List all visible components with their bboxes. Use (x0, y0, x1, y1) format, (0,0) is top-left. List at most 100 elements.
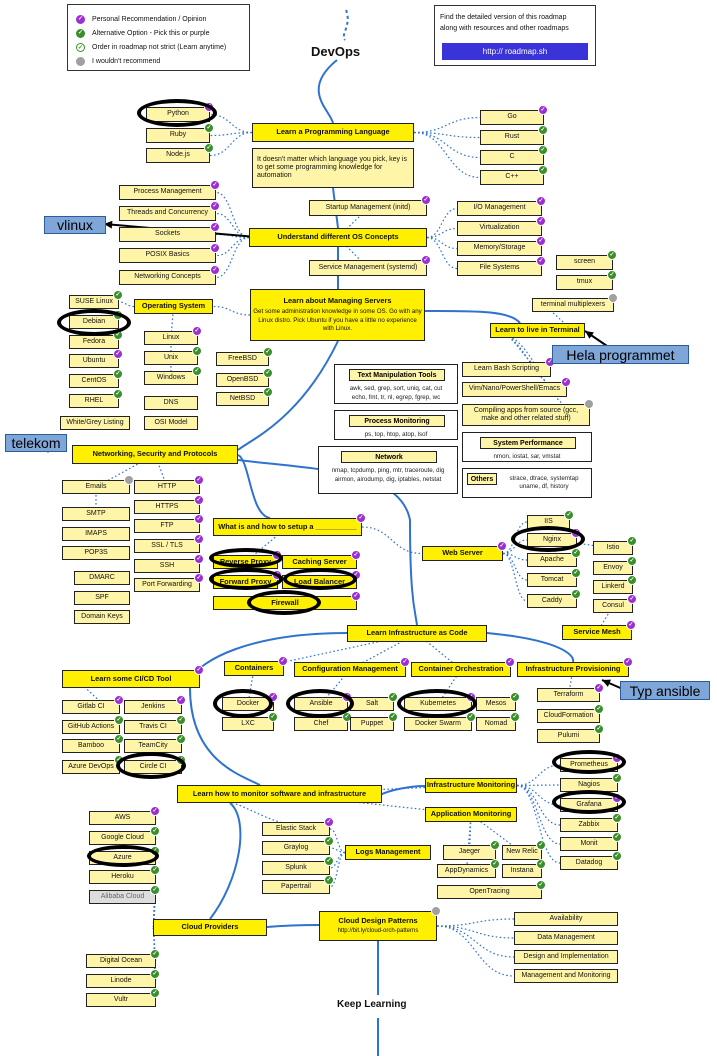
node-tomcat[interactable]: Tomcat (527, 573, 577, 587)
node-mgmtmon[interactable]: Management and Monitoring (514, 969, 618, 983)
node-vim[interactable]: Vim/Nano/PowerShell/Emacs (462, 382, 567, 397)
node-designimpl[interactable]: Design and Implementation (514, 950, 618, 964)
node-url[interactable]: http://bit.ly/cloud-orch-patterns (337, 927, 419, 934)
node-whitegrey[interactable]: White/Grey Listing (60, 416, 130, 430)
node-datamgmt[interactable]: Data Management (514, 931, 618, 945)
node-gcloud[interactable]: Google Cloud (89, 831, 156, 845)
node-cicd[interactable]: Learn some CI/CD Tool (62, 670, 200, 688)
node-digitalocean[interactable]: Digital Ocean (86, 954, 156, 968)
node-lang-note[interactable]: It doesn't matter which language you pic… (252, 148, 414, 188)
node-cfgmgmt[interactable]: Configuration Management (294, 662, 406, 677)
node-nodejs[interactable]: Node.js (146, 148, 210, 163)
node-portfwd[interactable]: Port Forwarding (134, 578, 200, 592)
panel-heading[interactable]: Process Monitoring (349, 415, 445, 427)
node-terraform[interactable]: Terraform (537, 688, 600, 702)
node-termmux[interactable]: terminal multiplexers (532, 298, 614, 312)
node-logs[interactable]: Logs Management (345, 845, 431, 860)
panel-heading[interactable]: Network (341, 451, 437, 463)
node-suse[interactable]: SUSE Linux (69, 295, 119, 309)
node-pulumi[interactable]: Pulumi (537, 729, 600, 743)
panel-heading[interactable]: Text Manipulation Tools (349, 369, 445, 381)
node-ruby[interactable]: Ruby (146, 128, 210, 143)
node-jaeger[interactable]: Jaeger (443, 845, 496, 860)
node-setup[interactable]: What is and how to setup a __________ (213, 518, 362, 536)
node-bamboo[interactable]: Bamboo (62, 739, 120, 753)
node-proc-mgmt[interactable]: Process Management (119, 185, 216, 200)
node-chef[interactable]: Chef (294, 717, 348, 731)
node-zabbix[interactable]: Zabbix (560, 818, 618, 832)
node-systemd[interactable]: Service Management (systemd) (309, 260, 427, 276)
node-linkerd[interactable]: Linkerd (593, 580, 633, 594)
node-provisioning[interactable]: Infrastructure Provisioning (517, 662, 629, 677)
node-graylog[interactable]: Graylog (262, 841, 330, 855)
node-spf[interactable]: SPF (74, 591, 130, 605)
node-jenkins[interactable]: Jenkins (124, 700, 182, 714)
node-nomad[interactable]: Nomad (476, 717, 516, 731)
node-centos[interactable]: CentOS (69, 374, 119, 388)
node-netsec[interactable]: Networking, Security and Protocols (72, 445, 238, 464)
node-ssh[interactable]: SSH (134, 559, 200, 573)
node-ssltls[interactable]: SSL / TLS (134, 539, 200, 553)
node-threads[interactable]: Threads and Concurrency (119, 206, 216, 221)
node-gitlab[interactable]: Gitlab CI (62, 700, 120, 714)
node-aws[interactable]: AWS (89, 811, 156, 825)
node-travis[interactable]: Travis CI (124, 720, 182, 734)
node-lxc[interactable]: LXC (222, 717, 274, 731)
node-heroku[interactable]: Heroku (89, 870, 156, 884)
node-netbsd[interactable]: NetBSD (216, 392, 269, 406)
node-filesys[interactable]: File Systems (457, 261, 542, 276)
node-terminal[interactable]: Learn to live in Terminal (490, 323, 585, 338)
node-windows[interactable]: Windows (144, 371, 198, 385)
node-availability[interactable]: Availability (514, 912, 618, 926)
panel-heading[interactable]: System Performance (480, 437, 576, 449)
node-dns[interactable]: DNS (144, 396, 198, 410)
node-smtp[interactable]: SMTP (62, 507, 130, 521)
node-nagios[interactable]: Nagios (560, 778, 618, 792)
node-os[interactable]: Understand different OS Concepts (249, 228, 427, 247)
node-compiling[interactable]: Compiling apps from source (gcc, make an… (462, 404, 590, 426)
node-virt[interactable]: Virtualization (457, 221, 542, 236)
node-appdynamics[interactable]: AppDynamics (437, 864, 496, 878)
node-monitor[interactable]: Learn how to monitor software and infras… (177, 785, 382, 803)
node-go[interactable]: Go (480, 110, 544, 125)
node-istio[interactable]: Istio (593, 541, 633, 555)
node-alibaba[interactable]: Alibaba Cloud (89, 890, 156, 904)
node-tmux[interactable]: tmux (556, 275, 613, 290)
node-newrelic[interactable]: New Relic (502, 845, 542, 860)
node-sockets[interactable]: Sockets (119, 227, 216, 242)
node-splunk[interactable]: Splunk (262, 861, 330, 875)
roadmap-link-button[interactable]: http:// roadmap.sh (442, 43, 588, 60)
panel-heading[interactable]: Others (467, 473, 497, 485)
node-memory[interactable]: Memory/Storage (457, 241, 542, 256)
node-appmon[interactable]: Application Monitoring (425, 807, 517, 822)
node-vultr[interactable]: Vultr (86, 993, 156, 1007)
node-dmarc[interactable]: DMARC (74, 571, 130, 585)
node-caddy[interactable]: Caddy (527, 594, 577, 608)
node-salt[interactable]: Salt (350, 697, 394, 711)
node-imaps[interactable]: IMAPS (62, 527, 130, 541)
node-instana[interactable]: Instana (502, 864, 542, 878)
node-posix[interactable]: POSIX Basics (119, 248, 216, 263)
node-opsys[interactable]: Operating System (134, 299, 213, 314)
node-elastic[interactable]: Elastic Stack (262, 822, 330, 836)
node-datadog[interactable]: Datadog (560, 856, 618, 870)
node-startup[interactable]: Startup Management (initd) (309, 200, 427, 216)
node-cloudprov[interactable]: Cloud Providers (153, 919, 267, 936)
node-net-concepts[interactable]: Networking Concepts (119, 270, 216, 285)
node-consul[interactable]: Consul (593, 599, 633, 613)
node-iac[interactable]: Learn Infrastructure as Code (347, 625, 487, 642)
node-orch[interactable]: Container Orchestration (411, 662, 511, 677)
node-ftp[interactable]: FTP (134, 519, 200, 533)
node-monit[interactable]: Monit (560, 837, 618, 851)
node-emails[interactable]: Emails (62, 480, 130, 494)
node-puppet[interactable]: Puppet (350, 717, 394, 731)
node-freebsd[interactable]: FreeBSD (216, 352, 269, 366)
node-c[interactable]: C (480, 150, 544, 165)
node-rhel[interactable]: RHEL (69, 394, 119, 408)
node-inframon[interactable]: Infrastructure Monitoring (425, 778, 517, 793)
node-papertrail[interactable]: Papertrail (262, 880, 330, 894)
node-linux[interactable]: Linux (144, 331, 198, 345)
node-envoy[interactable]: Envoy (593, 561, 633, 575)
